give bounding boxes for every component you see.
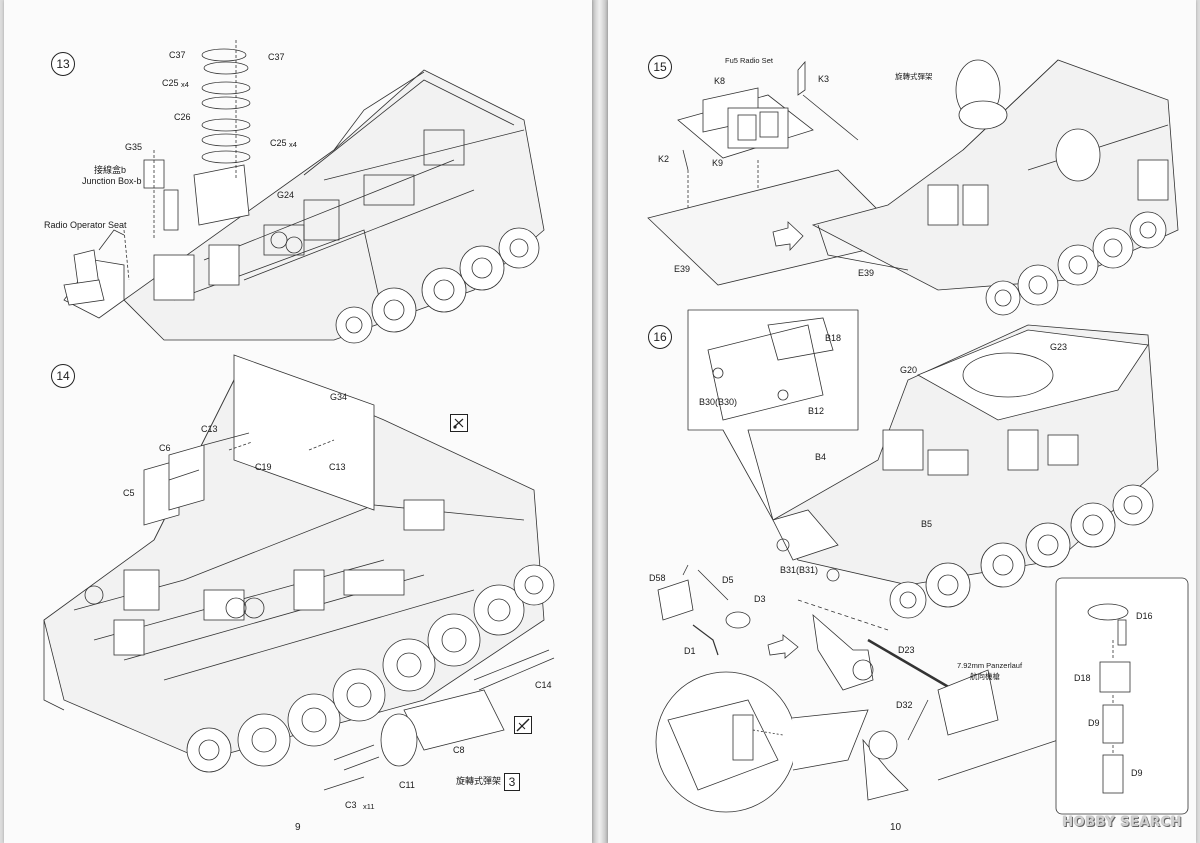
label-b18: B18 — [825, 333, 842, 343]
label-c25-b-qty: x4 — [289, 140, 297, 149]
label-c6: C6 — [159, 443, 171, 453]
label-e39-b: E39 — [858, 268, 875, 278]
rack-reference-box: 3 — [504, 773, 520, 791]
step14-panels — [143, 354, 375, 526]
step16-inset-box — [1055, 577, 1189, 815]
step16-callout — [687, 309, 859, 521]
no-cut-icon — [514, 716, 532, 734]
label-c14: C14 — [535, 680, 552, 690]
label-e39-a: E39 — [674, 264, 691, 274]
step16-detail-circle — [655, 671, 1059, 813]
step15-wheels — [985, 211, 1167, 316]
step-16-marker: 16 — [648, 325, 672, 349]
step-14-marker: 14 — [51, 364, 75, 388]
label-d23: D23 — [898, 645, 915, 655]
label-d9-b: D9 — [1131, 768, 1143, 778]
label-d58: D58 — [649, 573, 666, 583]
label-c13-b: C13 — [329, 462, 346, 472]
label-c3: C3 — [345, 800, 357, 810]
step14-wheels — [186, 564, 555, 773]
label-g23: G23 — [1050, 342, 1068, 352]
step13-wheels — [335, 227, 540, 344]
label-mg-zh: 航向機槍 — [970, 672, 1000, 681]
step13-seat — [63, 229, 130, 306]
page-number-left: 9 — [295, 822, 301, 833]
label-b4: B4 — [815, 452, 827, 462]
watermark-logo: HOBBY SEARCH — [1062, 815, 1182, 830]
label-mg-en: 7.92mm Panzerlauf — [957, 661, 1023, 670]
step13-14-drawing — [43, 40, 555, 791]
step16-mg-mount-parts — [657, 564, 999, 741]
page-gutter — [592, 0, 608, 843]
step13-hull — [63, 69, 545, 341]
label-k9: K9 — [712, 158, 724, 168]
label-d5: D5 — [722, 575, 734, 585]
label-c37-a: C37 — [169, 50, 186, 60]
label-rotary-rack-zh: 旋轉式彈架 — [456, 776, 502, 786]
label-junction-zh: 接線盒b — [94, 165, 127, 175]
arrow-right-icon — [772, 221, 804, 252]
step-13-marker: 13 — [51, 52, 75, 76]
scissors-icon — [450, 414, 468, 432]
step14-rotary-rack — [323, 649, 555, 791]
label-radio-seat: Radio Operator Seat — [44, 220, 127, 230]
step15-hull — [811, 59, 1179, 291]
label-c25-b: C25 — [270, 138, 287, 148]
label-c11: C11 — [399, 780, 415, 790]
label-g20: G20 — [900, 365, 918, 375]
step-15-marker: 15 — [648, 55, 672, 79]
step16-wheels — [889, 484, 1154, 619]
right-page: 15 Fu5 Radio Set K8 K3 K2 K9 E39 E39 旋轉式… — [608, 0, 1196, 843]
label-d18: D18 — [1074, 673, 1091, 683]
page-number-right: 10 — [890, 822, 902, 833]
step13-ammo-parts — [193, 40, 251, 226]
step13-junction-box — [143, 150, 179, 240]
label-k8: K8 — [714, 76, 726, 86]
label-b31: B31(B31) — [780, 565, 819, 575]
label-c25-a: C25 — [162, 78, 179, 88]
label-c3-qty: x11 — [363, 802, 375, 811]
label-d3: D3 — [754, 594, 766, 604]
label-c37-b: C37 — [268, 52, 285, 62]
label-g35: G35 — [125, 142, 143, 152]
label-g24: G24 — [277, 190, 295, 200]
label-b30: B30(B30) — [699, 397, 738, 407]
label-d32: D32 — [896, 700, 913, 710]
label-d9-a: D9 — [1088, 718, 1100, 728]
label-c13-a: C13 — [201, 424, 218, 434]
label-c8: C8 — [453, 745, 465, 755]
step16-hull — [772, 324, 1159, 586]
label-c19: C19 — [255, 462, 272, 472]
label-radio-set: Fu5 Radio Set — [725, 56, 773, 65]
label-k2: K2 — [658, 154, 670, 164]
left-page: 13 C37 C37 C25 x4 C26 C25 x4 G35 接線盒b Ju… — [4, 0, 592, 843]
label-k3: K3 — [818, 74, 830, 84]
label-c26: C26 — [174, 112, 191, 122]
label-g34: G34 — [330, 392, 348, 402]
step15-16-drawing — [647, 59, 1189, 815]
label-junction-en: Junction Box-b — [82, 176, 142, 186]
label-rotary-rack-zh-15: 旋轉式彈架 — [895, 72, 933, 81]
label-b5: B5 — [921, 519, 933, 529]
label-c5: C5 — [123, 488, 135, 498]
label-d16: D16 — [1136, 611, 1153, 621]
step15-radio-set — [647, 60, 909, 286]
label-b12: B12 — [808, 406, 825, 416]
label-d1: D1 — [684, 646, 696, 656]
label-c25-a-qty: x4 — [181, 80, 189, 89]
